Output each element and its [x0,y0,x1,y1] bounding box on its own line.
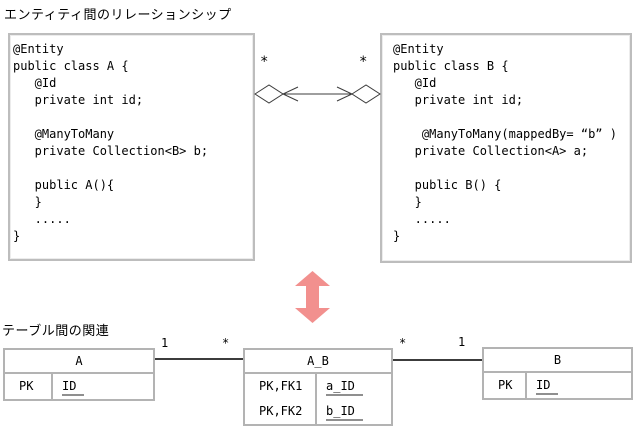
table-a: A PK ID [3,348,155,401]
column-cell: ID [53,374,85,399]
mapping-transform-arrow-icon [295,271,330,323]
assoc-multiplicity-left: * [260,54,269,70]
multiplicity-a-side: 1 [161,336,169,350]
multiplicity-b-side: 1 [458,335,466,349]
entity-class-a-box: @Entity public class A { @Id private int… [8,33,255,261]
column-name: ID [62,379,85,396]
aggregation-diamond-right-icon [351,84,381,104]
table-row: PK ID [5,374,153,399]
table-row: PK ID [484,373,631,398]
table-b-name: B [484,349,631,373]
column-cell: a_ID [317,374,363,399]
table-row: PK,FK1 a_ID [245,374,391,399]
multiplicity-ab-left-side: * [222,336,230,350]
entity-class-b-box: @Entity public class B { @Id private int… [380,33,632,263]
column-cell: b_ID [317,399,363,424]
arrowhead-left-icon [281,86,299,102]
pk-cell: PK [5,374,53,399]
double-arrow-shape [295,271,330,323]
pk-fk1-cell: PK,FK1 [245,374,317,399]
entity-section-title: エンティティ間のリレーションシップ [4,8,232,23]
column-name: b_ID [326,404,363,421]
column-name: ID [536,378,559,395]
relation-line-a-ab [155,358,243,360]
pk-cell: PK [484,373,527,398]
table-a-name: A [5,350,153,374]
multiplicity-ab-right-side: * [399,336,407,350]
table-b: B PK ID [482,347,633,400]
many-to-many-association-connector [253,80,383,110]
column-name: a_ID [326,379,363,396]
column-cell: ID [527,373,559,398]
aggregation-diamond-left-icon [254,84,284,104]
pk-fk2-cell: PK,FK2 [245,399,317,424]
table-section-title: テーブル間の関連 [2,324,110,339]
entity-class-a-code: @Entity public class A { @Id private int… [13,42,209,243]
relation-line-ab-b [393,359,482,361]
table-a-b-name: A_B [245,350,391,374]
table-a-b: A_B PK,FK1 a_ID PK,FK2 b_ID [243,348,393,426]
arrowhead-right-icon [336,86,354,102]
assoc-multiplicity-right: * [359,54,368,70]
entity-class-b-code: @Entity public class B { @Id private int… [393,42,617,243]
table-row: PK,FK2 b_ID [245,399,391,424]
